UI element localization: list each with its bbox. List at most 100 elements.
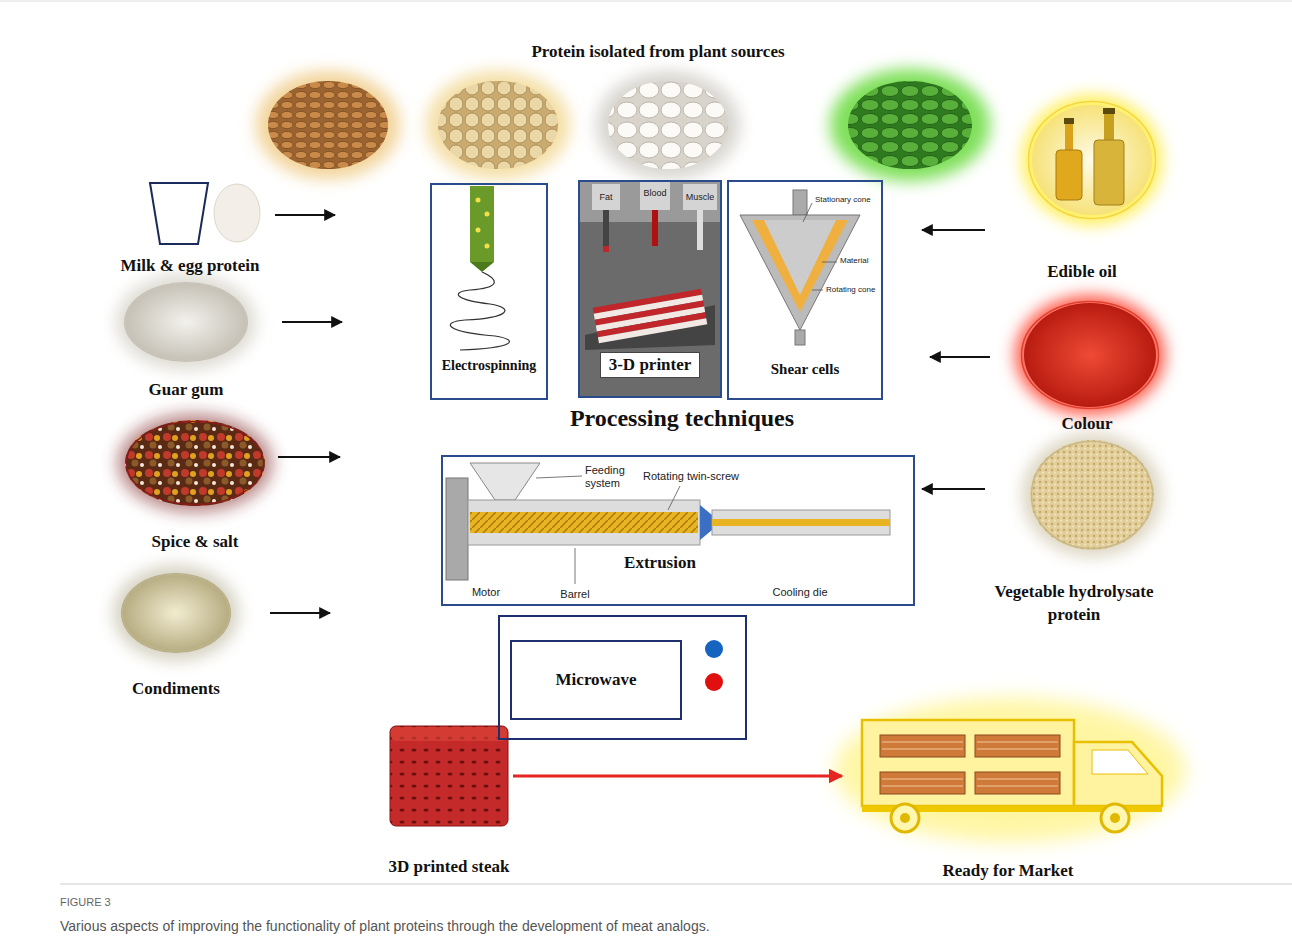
section-heading: Processing techniques bbox=[570, 404, 794, 433]
extruder-art bbox=[700, 505, 712, 540]
extruder-art bbox=[668, 486, 680, 510]
printer-photo bbox=[580, 182, 720, 396]
truck-image bbox=[882, 779, 963, 780]
plant-protein-images bbox=[608, 81, 728, 169]
oval-outline bbox=[127, 422, 264, 505]
microwave-buttons bbox=[705, 673, 723, 691]
condiments-image bbox=[121, 573, 231, 653]
electrospinning-art bbox=[450, 272, 509, 350]
printer-photo bbox=[592, 184, 620, 210]
part-label: Barrel bbox=[560, 588, 589, 601]
oval-outline bbox=[1032, 442, 1153, 549]
oval-outline bbox=[1022, 302, 1159, 409]
section-heading: Protein isolated from plant sources bbox=[531, 42, 784, 62]
spice-image bbox=[125, 420, 265, 506]
spice-image bbox=[117, 413, 273, 513]
input-arrows bbox=[275, 214, 335, 216]
ingredient-oval: Vegetable hydrolysate protein bbox=[1030, 440, 1154, 550]
caption-rule bbox=[60, 884, 1292, 885]
shear-cell-art bbox=[803, 203, 812, 222]
truck-image bbox=[1110, 813, 1120, 823]
oval-outline bbox=[1020, 300, 1160, 410]
part-label: Rotating twin-screw bbox=[643, 470, 739, 483]
colour-image bbox=[1015, 295, 1165, 415]
extruder-art bbox=[470, 512, 698, 533]
shear-cell-art bbox=[764, 220, 836, 295]
part-label: Blood bbox=[643, 188, 666, 199]
plant-protein-images bbox=[438, 81, 558, 169]
extruder-art bbox=[468, 500, 700, 545]
truck-image bbox=[835, 698, 1185, 842]
ingredient-label: Spice & salt bbox=[152, 532, 239, 552]
process-label: 3-D printer bbox=[600, 352, 701, 378]
truck-image bbox=[1101, 804, 1129, 832]
colour-image bbox=[1024, 303, 1156, 407]
shear-cell-art bbox=[795, 330, 805, 345]
process-label: Microwave bbox=[510, 640, 682, 720]
truck-image bbox=[882, 786, 963, 787]
shear-cell-art bbox=[752, 220, 848, 312]
ingredient-oval: Colour bbox=[1020, 300, 1160, 410]
electrospinning-art bbox=[476, 198, 481, 203]
printer-photo bbox=[598, 318, 707, 343]
shear-cell-art bbox=[812, 290, 823, 291]
truck-image bbox=[882, 749, 963, 750]
electrospinning-art bbox=[470, 186, 494, 262]
extruder-art bbox=[712, 510, 890, 535]
electrospinning-art bbox=[450, 186, 509, 350]
printer-photo bbox=[640, 182, 670, 210]
ingredient-label: Edible oil bbox=[1047, 262, 1116, 282]
guar-gum-image bbox=[124, 282, 248, 362]
guar-gum-image bbox=[116, 274, 256, 370]
edible-oil-image bbox=[1022, 95, 1162, 225]
oval-outline bbox=[124, 282, 248, 362]
oval-outline bbox=[126, 284, 247, 361]
process-box: Microwave bbox=[498, 615, 747, 740]
figure-caption: Various aspects of improving the functio… bbox=[60, 918, 710, 935]
spice-image bbox=[117, 413, 273, 513]
ingredient-oval: Spice & salt bbox=[125, 420, 265, 506]
process-label: Extrusion bbox=[624, 553, 696, 573]
shear-cell-art bbox=[793, 190, 807, 215]
edible-oil-image bbox=[1103, 108, 1115, 114]
oval-outline bbox=[125, 420, 265, 506]
ingredient-label: Condiments bbox=[132, 679, 220, 699]
input-arrows bbox=[922, 229, 985, 231]
printer-photo bbox=[697, 210, 703, 250]
electrospinning-art bbox=[485, 244, 490, 249]
process-label: Electrospinning bbox=[440, 358, 539, 375]
electrospinning-art bbox=[476, 228, 481, 233]
truck-image bbox=[975, 772, 1060, 794]
truck-image bbox=[862, 720, 1074, 806]
product-label: Ready for Market bbox=[943, 861, 1074, 881]
steak-image bbox=[391, 727, 507, 741]
part-label: Rotating cone bbox=[826, 285, 875, 295]
truck-image bbox=[977, 742, 1058, 743]
plant-protein-images bbox=[830, 69, 990, 181]
input-arrows bbox=[930, 356, 990, 358]
plant-protein-images bbox=[426, 71, 570, 179]
ingredient-oval: Condiments bbox=[121, 573, 231, 653]
part-label: Cooling die bbox=[772, 586, 827, 599]
extruder-art bbox=[446, 478, 468, 580]
extruder-art bbox=[536, 476, 582, 478]
truck-image bbox=[835, 698, 1185, 842]
oval-outline bbox=[123, 575, 230, 652]
printer-photo bbox=[683, 184, 717, 210]
ingredient-label: Guar gum bbox=[149, 380, 224, 400]
edible-oil-image bbox=[1032, 105, 1152, 215]
part-label: Fat bbox=[599, 192, 612, 203]
market-truck: Ready for Market bbox=[845, 705, 1175, 835]
truck-image bbox=[977, 779, 1058, 780]
part-label: Feeding system bbox=[585, 464, 637, 490]
printer-photo bbox=[593, 289, 708, 344]
shear-cell-art bbox=[740, 190, 860, 345]
ingredient-label: Milk & egg protein bbox=[121, 256, 260, 276]
guar-gum-image bbox=[116, 274, 256, 370]
edible-oil-image bbox=[1094, 140, 1124, 205]
edible-oil-image bbox=[1065, 122, 1073, 150]
colour-image bbox=[1015, 295, 1165, 415]
condiments-image bbox=[113, 565, 239, 661]
